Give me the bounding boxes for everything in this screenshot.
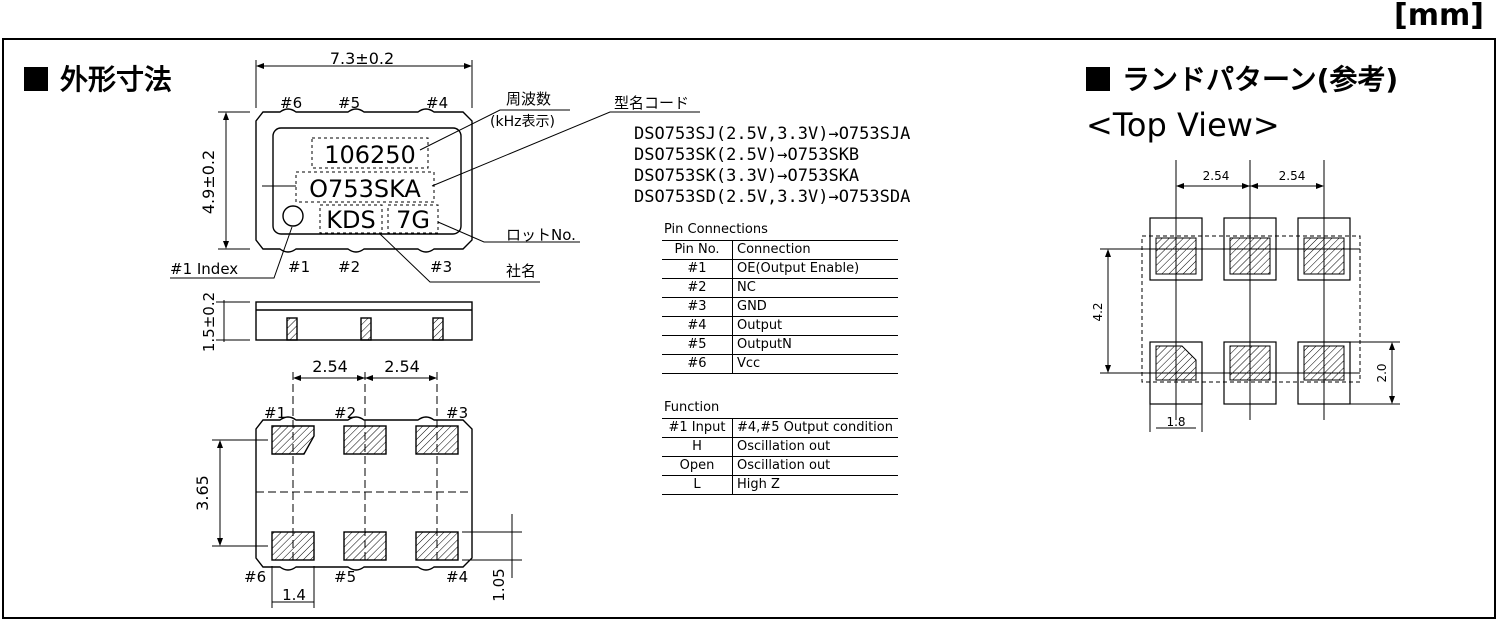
unit-label: [mm] [1394,0,1484,33]
table-cell: OutputN [732,335,898,355]
marking-maker: KDS [326,206,375,234]
square-bullet-icon [24,67,48,91]
bottom-pin-1: #1 [264,404,286,422]
top-pin-6: #6 [280,94,302,112]
bottom-pin-2: #2 [334,404,356,422]
bottom-pad-h: 1.05 [490,568,508,601]
table-cell: L [662,475,733,495]
callout-freq-unit: (kHz表示) [490,114,555,130]
model-code-list: DSO753SJ(2.5V,3.3V)→O753SJA DSO753SK(2.5… [634,124,910,208]
callout-maker: 社名 [506,262,536,280]
outline-heading: 外形寸法 [24,58,172,98]
table-cell: Oscillation out [732,437,898,457]
land-pitch-1: 2.54 [1203,169,1230,183]
bottom-view [212,372,522,608]
land-heading: ランドパターン(参考) [1086,58,1398,98]
table-cell: Vcc [732,354,898,374]
land-pad-w: 1.8 [1166,415,1185,429]
outline-title: 外形寸法 [60,63,173,96]
bottom-pitch-1: 2.54 [312,357,348,376]
land-pad-h: 2.0 [1375,363,1389,382]
marking-freq: 106250 [324,141,416,169]
square-bullet-icon [1086,67,1110,91]
side-view [216,300,473,342]
table-cell: OE(Output Enable) [732,259,898,279]
table-header: #4,#5 Output condition [732,418,898,438]
table-cell: GND [732,297,898,317]
model-code: DSO753SD(2.5V,3.3V)→O753SDA [634,187,911,207]
bottom-pin-6: #6 [244,568,266,586]
index-dot [282,205,304,227]
top-pin-2: #2 [338,258,360,276]
table-row: Pin No.Connection [662,240,898,260]
table-cell: #3 [662,297,733,317]
table-cell: NC [732,278,898,298]
pin-table-title: Pin Connections [664,222,768,237]
table-header: Pin No. [662,240,733,260]
model-code: DSO753SJ(2.5V,3.3V)→O753SJA [634,124,911,144]
marking-lot: 7G [396,206,430,234]
bottom-pin-5: #5 [334,568,356,586]
table-cell: #1 [662,259,733,279]
table-cell: #2 [662,278,733,298]
top-view [170,60,700,283]
top-view-label: <Top View> [1086,106,1280,144]
marking-code: O753SKA [309,175,421,203]
top-pin-3: #3 [430,258,452,276]
callout-lot: ロットNo. [506,226,576,244]
table-header: #1 Input [662,418,733,438]
bottom-pin-3: #3 [446,404,468,422]
land-pitch-2: 2.54 [1279,169,1306,183]
table-cell: #6 [662,354,733,374]
package-lid [272,127,462,235]
land-title: ランドパターン(参考) [1122,63,1399,96]
package-outline [255,108,473,253]
table-cell: Open [662,456,733,476]
table-header: Connection [732,240,898,260]
top-pin-4: #4 [426,94,448,112]
function-table-title: Function [664,400,720,415]
table-cell: #4 [662,316,733,336]
table-cell: #5 [662,335,733,355]
callout-model: 型名コード [614,94,689,112]
table-cell: H [662,437,733,457]
model-code: DSO753SK(3.3V)→O753SKA [634,166,860,186]
top-width-dim: 7.3±0.2 [330,49,394,68]
land-pattern [1100,160,1400,432]
top-pin-1: #1 [288,258,310,276]
model-code: DSO753SK(2.5V)→O753SKB [634,145,860,165]
top-height-dim: 4.9±0.2 [199,150,218,214]
callout-index: #1 Index [170,260,238,278]
top-pin-5: #5 [338,94,360,112]
table-cell: High Z [732,475,898,495]
table-row: #1 Input#4,#5 Output condition [662,418,898,438]
callout-freq: 周波数 [506,90,551,108]
land-height-dim: 4.2 [1091,302,1105,321]
side-height-dim: 1.5±0.2 [200,292,218,352]
bottom-pad-w: 1.4 [282,586,306,604]
bottom-pin-4: #4 [446,568,468,586]
drawing-frame [2,38,1496,619]
bottom-pitch-2: 2.54 [384,357,420,376]
bottom-height-dim: 3.65 [193,475,212,511]
table-cell: Oscillation out [732,456,898,476]
table-cell: Output [732,316,898,336]
